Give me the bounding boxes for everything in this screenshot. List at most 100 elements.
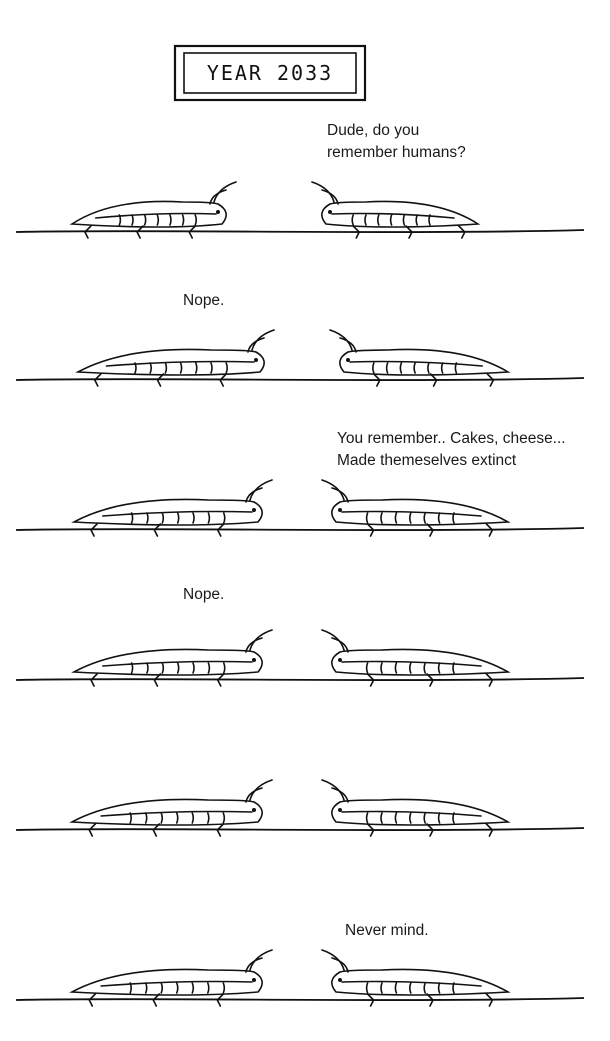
cockroach-right-antenna bbox=[339, 337, 357, 353]
cockroach-left-segment bbox=[144, 982, 148, 994]
cockroach-left-leg bbox=[153, 673, 162, 687]
cockroach-left-leg bbox=[83, 225, 92, 239]
cockroach-right-segment bbox=[423, 512, 426, 524]
cockroach-left-segment bbox=[146, 512, 149, 524]
cockroach-left-eye bbox=[254, 357, 259, 362]
cockroach-left-segment bbox=[131, 214, 134, 226]
cockroach-right bbox=[311, 181, 481, 239]
cockroach-left-segment bbox=[160, 812, 164, 824]
cockroach-left-body bbox=[71, 498, 263, 526]
ground-line bbox=[15, 827, 585, 831]
cockroach-right-antenna bbox=[321, 779, 345, 801]
cockroach-right-segment bbox=[413, 362, 416, 374]
cockroach-left-segment bbox=[194, 214, 198, 226]
cockroach-left-antenna bbox=[245, 487, 263, 503]
cockroach-right-leg bbox=[485, 993, 494, 1007]
cockroach-left-antenna bbox=[245, 957, 263, 973]
cockroach-left-leg bbox=[90, 523, 98, 537]
speech-panel-4: Nope. bbox=[183, 586, 225, 603]
cockroach-left-antenna bbox=[249, 779, 273, 801]
cockroach-left-segment bbox=[222, 512, 226, 524]
cockroach-right-leg bbox=[485, 823, 494, 837]
panel-2 bbox=[15, 329, 585, 387]
cockroach-right-segment bbox=[377, 214, 380, 226]
cockroach-right-segment bbox=[452, 982, 455, 994]
cockroach-left-eye bbox=[216, 210, 221, 215]
cockroach-right-antenna bbox=[321, 949, 345, 971]
cockroach-right-eye bbox=[345, 357, 350, 362]
cockroach-right bbox=[321, 479, 511, 537]
cockroach-right-antenna bbox=[329, 329, 353, 351]
cockroach-right-segment bbox=[409, 812, 412, 824]
cockroach-right-segment bbox=[452, 662, 455, 674]
cockroach-left-segment bbox=[222, 812, 226, 824]
cockroach-left-segment bbox=[207, 982, 210, 994]
cockroach-left-leg bbox=[88, 993, 97, 1007]
cockroach-left-belly bbox=[105, 360, 255, 367]
cockroach-right-antenna bbox=[321, 479, 345, 501]
cockroach-right-antenna bbox=[311, 181, 335, 203]
panel-5 bbox=[15, 779, 585, 837]
cockroach-left-leg bbox=[90, 673, 98, 687]
speech-panel-1: Dude, do you remember humans? bbox=[327, 122, 466, 161]
cockroach-right-segment bbox=[440, 362, 444, 374]
cockroach-left-segment bbox=[222, 662, 226, 674]
cockroach-left-segment bbox=[143, 214, 147, 226]
cockroach-right-segment bbox=[380, 512, 383, 524]
cockroach-right-segment bbox=[423, 982, 426, 994]
cockroach-right-leg bbox=[426, 523, 434, 537]
ground-line bbox=[15, 677, 585, 681]
cockroach-right-belly bbox=[349, 360, 483, 367]
cockroach-right-body bbox=[339, 348, 511, 376]
cockroach-right-leg bbox=[485, 523, 494, 537]
cockroach-right-eye bbox=[327, 210, 332, 215]
cockroach-left-leg bbox=[153, 523, 162, 537]
cockroach-left-segment bbox=[191, 812, 195, 824]
cockroach-left-leg bbox=[219, 373, 227, 387]
cockroach-left-leg bbox=[188, 225, 197, 239]
cockroach-left-segment bbox=[161, 512, 165, 524]
cockroach-left-body bbox=[69, 200, 227, 228]
cockroach-left-segment bbox=[181, 214, 185, 226]
cockroach-right-belly bbox=[331, 212, 455, 219]
cockroach-left-segment bbox=[207, 662, 211, 674]
cockroach-left-segment bbox=[176, 512, 180, 524]
cockroach-left-belly bbox=[94, 212, 217, 219]
cockroach-right-segment bbox=[423, 812, 426, 824]
cockroach-left-segment bbox=[222, 982, 226, 994]
cockroach-right-belly bbox=[341, 980, 482, 987]
cockroach-right-leg bbox=[426, 823, 434, 837]
cockroach-right-segment bbox=[394, 812, 398, 824]
cockroach-left-leg bbox=[216, 523, 225, 537]
ground-line bbox=[15, 527, 585, 531]
cockroach-left-segment bbox=[192, 662, 195, 674]
panel-3 bbox=[15, 479, 585, 537]
cockroach-left-leg bbox=[136, 225, 144, 239]
cockroach-left bbox=[75, 329, 275, 387]
cockroach-right-segment bbox=[437, 982, 441, 994]
cockroach-right-segment bbox=[402, 214, 406, 226]
cockroach-right-antenna bbox=[331, 787, 349, 803]
cockroach-left-segment bbox=[192, 512, 195, 524]
cockroach-right-eye bbox=[337, 977, 342, 982]
cockroach-left-segment bbox=[210, 362, 213, 374]
cockroach-left-antenna bbox=[249, 949, 273, 971]
cockroach-right-segment bbox=[394, 662, 398, 674]
cockroach-right-segment bbox=[372, 362, 375, 374]
cockroach-right-eye bbox=[337, 507, 342, 512]
cockroach-right-segment bbox=[389, 214, 393, 226]
cockroach-left-segment bbox=[169, 214, 172, 226]
cockroach-left-body bbox=[69, 798, 263, 826]
cockroach-right-antenna bbox=[331, 487, 349, 503]
ground-line bbox=[15, 997, 585, 1001]
cockroach-right bbox=[321, 779, 511, 837]
cockroach-right-segment bbox=[437, 662, 441, 674]
cockroach-right bbox=[321, 629, 511, 687]
cockroach-right-segment bbox=[423, 662, 426, 674]
cockroach-left-belly bbox=[100, 980, 253, 987]
title-text: YEAR 2033 bbox=[206, 61, 334, 85]
cockroach-left-segment bbox=[160, 982, 164, 994]
panel-6 bbox=[15, 949, 585, 1007]
cockroach-right-segment bbox=[409, 662, 412, 674]
